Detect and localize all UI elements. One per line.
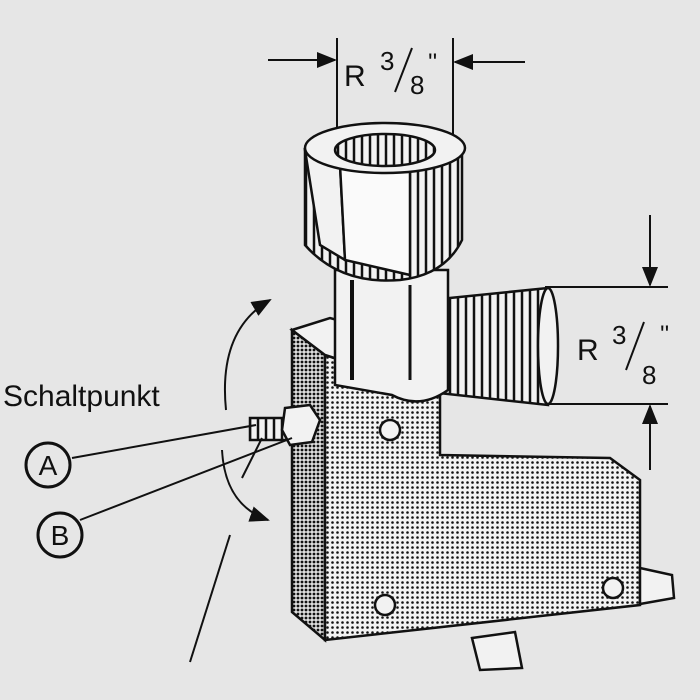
switch-point-label: Schaltpunkt [3,380,160,413]
svg-text:A: A [39,450,58,481]
switch-plunger [248,403,322,447]
svg-text:3: 3 [380,46,394,76]
svg-text:3: 3 [612,320,626,350]
svg-text:R: R [344,60,366,93]
svg-text:R: R [577,334,599,367]
terminal-tab [470,630,524,672]
svg-text:8: 8 [642,360,656,390]
side-thread-label: R 3 8 '' [577,320,669,390]
mounting-hole [373,593,397,617]
rotation-arrow-down [221,449,270,522]
top-dimension [268,38,525,135]
side-fitting [428,286,560,407]
reference-line [189,534,231,663]
mounting-hole [601,576,625,600]
svg-text:B: B [51,520,70,551]
terminal-tab [638,566,676,606]
pipe [333,268,450,403]
switch-housing [289,316,676,672]
side-dimension [545,215,668,470]
top-thread-label: R 3 8 '' [344,46,437,100]
svg-text:'': '' [428,49,437,76]
svg-text:8: 8 [410,70,424,100]
mounting-hole [378,418,402,442]
leader-lines [71,424,293,521]
svg-text:'': '' [660,321,669,348]
rotation-arrows [189,298,272,663]
rotation-arrow-up [224,298,272,411]
callout-b: B [36,511,84,559]
union-nut [303,121,467,282]
callout-a: A [24,441,72,489]
